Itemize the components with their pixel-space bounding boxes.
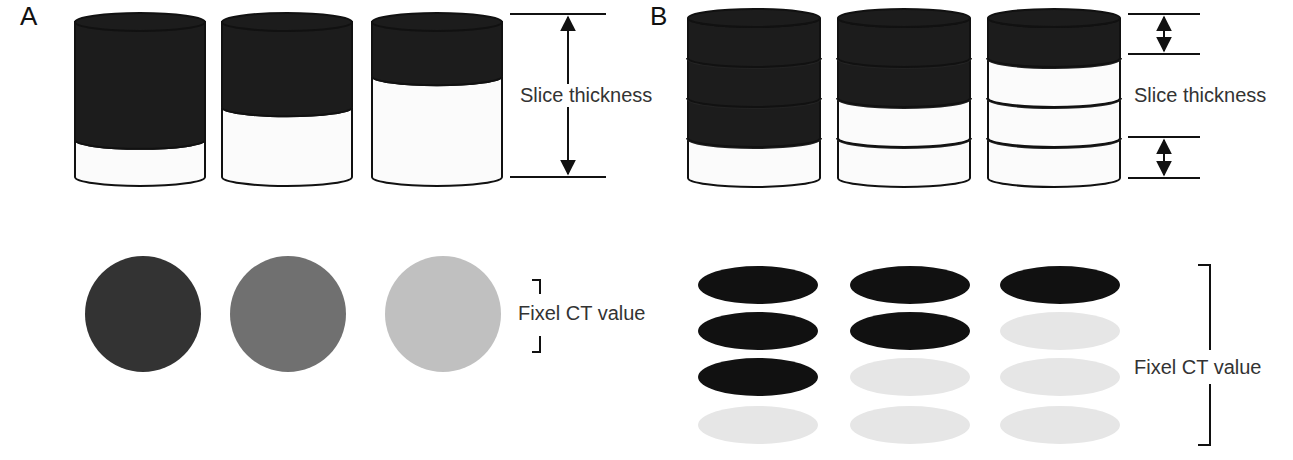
cylinder-top — [988, 9, 1120, 27]
bracket — [1198, 265, 1210, 350]
slice-cylinder — [838, 9, 970, 187]
cylinder-top — [372, 13, 502, 31]
dimension-arrow — [1163, 140, 1165, 175]
bracket-label: Fixel CT value — [1132, 356, 1263, 379]
tissue-dark — [75, 22, 205, 149]
dimension-arrow — [1163, 17, 1165, 51]
tissue-light — [372, 76, 502, 186]
pixel-disc — [85, 256, 201, 372]
dimension-line — [1128, 177, 1200, 179]
slice-cylinder — [688, 9, 820, 187]
pixel-disc — [1000, 358, 1120, 396]
panel-letter: B — [648, 2, 669, 32]
pixel-disc — [698, 312, 818, 350]
tissue-light — [222, 107, 352, 186]
pixel-disc — [1000, 266, 1120, 304]
pixel-disc — [850, 406, 970, 444]
panel-letter: A — [18, 2, 39, 32]
slice-cylinder — [75, 13, 205, 186]
pixel-disc — [850, 266, 970, 304]
pixel-disc — [698, 358, 818, 396]
dimension-line — [1128, 136, 1200, 138]
bracket — [532, 280, 540, 294]
dimension-line — [1128, 13, 1200, 15]
slice-cylinder — [988, 9, 1120, 187]
cylinder-top — [838, 9, 970, 27]
cylinder-top — [222, 13, 352, 31]
slice-cylinder — [222, 13, 352, 186]
bracket — [532, 336, 540, 352]
bracket-label: Fixel CT value — [516, 302, 647, 325]
bracket — [1198, 384, 1210, 445]
cylinder-top — [688, 9, 820, 27]
pixel-disc — [850, 312, 970, 350]
pixel-disc — [385, 256, 501, 372]
pixel-disc — [1000, 312, 1120, 350]
pixel-disc — [1000, 406, 1120, 444]
dimension-line — [1128, 53, 1200, 55]
dimension-label: Slice thickness — [518, 84, 654, 107]
cylinder-top — [75, 13, 205, 31]
slice-cylinder — [372, 13, 502, 186]
pixel-disc — [850, 358, 970, 396]
dimension-line — [510, 13, 606, 15]
pixel-disc — [230, 256, 346, 372]
pixel-disc — [698, 266, 818, 304]
pixel-disc — [698, 406, 818, 444]
dimension-label: Slice thickness — [1132, 84, 1268, 107]
dimension-line — [510, 176, 606, 178]
tissue-dark — [222, 22, 352, 116]
